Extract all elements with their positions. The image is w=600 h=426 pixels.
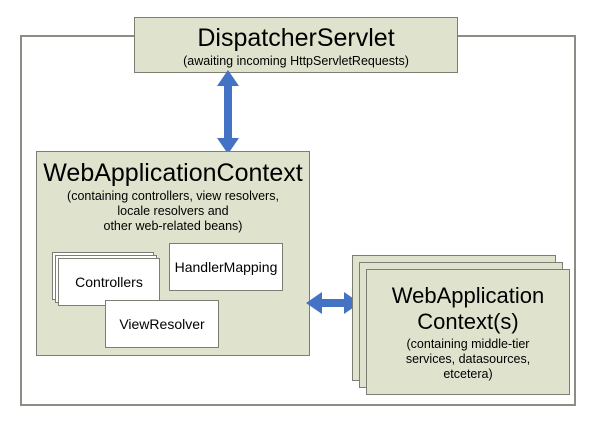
web-application-context-subtitle: (containing controllers, view resolvers,… — [67, 189, 279, 234]
web-application-context-title: WebApplicationContext — [43, 159, 303, 187]
controllers-box[interactable]: Controllers — [58, 258, 160, 306]
dispatcher-servlet-title: DispatcherServlet — [197, 23, 395, 52]
view-resolver-label: ViewResolver — [119, 316, 205, 332]
controllers-label: Controllers — [75, 274, 143, 290]
handler-mapping-label: HandlerMapping — [174, 259, 278, 275]
root-context-subtitle-line-1: (containing middle-tier — [406, 336, 530, 351]
handler-mapping-box[interactable]: HandlerMapping — [169, 243, 283, 291]
root-context-subtitle-line-3: etcetera) — [443, 366, 493, 381]
root-context-title-line-2: Context(s) — [417, 308, 519, 334]
root-context-subtitle: (containing middle-tier services, dataso… — [406, 337, 530, 382]
web-context-subtitle-line-2: locale resolvers and — [117, 204, 229, 218]
web-context-subtitle-line-3: other web-related beans) — [103, 219, 243, 233]
arrow-dispatcher-to-web-context — [217, 70, 239, 154]
web-context-subtitle-line-1: (containing controllers, view resolvers, — [67, 189, 279, 203]
dispatcher-servlet-subtitle: (awaiting incoming HttpServletRequests) — [183, 53, 409, 68]
root-context-title-line-1: WebApplication — [391, 282, 545, 308]
view-resolver-box[interactable]: ViewResolver — [105, 300, 219, 348]
root-application-contexts-stack[interactable]: WebApplication Context(s) (containing mi… — [352, 255, 570, 395]
root-context-subtitle-line-2: services, datasources, — [405, 351, 531, 366]
dispatcher-servlet-box[interactable]: DispatcherServlet (awaiting incoming Htt… — [134, 17, 458, 73]
root-application-context-box[interactable]: WebApplication Context(s) (containing mi… — [366, 269, 570, 395]
controllers-stack[interactable]: Controllers — [52, 252, 160, 306]
